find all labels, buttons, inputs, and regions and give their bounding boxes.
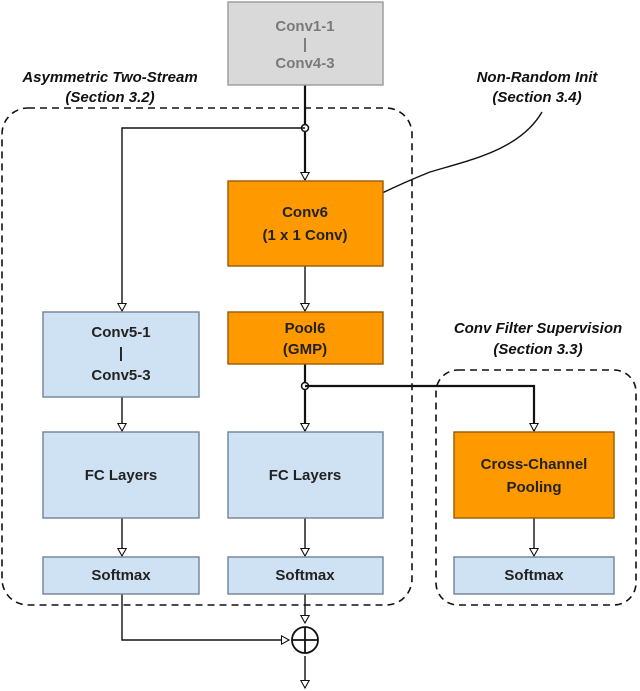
edge-branch-to-conv5 <box>122 127 305 311</box>
box-conv5: Conv5-1 | Conv5-3 <box>42 311 200 398</box>
box-pool6: Pool6 (GMP) <box>227 311 384 365</box>
pool6-sublabel: (GMP) <box>283 341 327 358</box>
conv4-label: Conv4-3 <box>275 55 334 72</box>
box-softmax-right: Softmax <box>453 556 615 595</box>
two-stream-region <box>1 107 413 606</box>
box-fc-layers-left: FC Layers <box>42 431 200 519</box>
conv1-separator: | <box>303 36 307 53</box>
conv6-sublabel: (1 x 1 Conv) <box>262 227 347 244</box>
non-random-title: Non-Random Init <box>477 69 599 86</box>
edge-non-random-init <box>372 111 543 198</box>
conv-filter-section: (Section 3.3) <box>493 341 582 358</box>
annotation-conv-filter: Conv Filter Supervision (Section 3.3) <box>454 320 622 358</box>
box-conv6: Conv6 (1 x 1 Conv) <box>227 180 384 267</box>
conv-filter-region <box>435 369 637 606</box>
box-cross-channel-pooling: Cross-Channel Pooling <box>453 431 615 519</box>
box-softmax-mid: Softmax <box>227 556 384 595</box>
conv5-1-label: Conv5-1 <box>91 324 150 341</box>
conv1-label: Conv1-1 <box>275 18 334 35</box>
edge-softmax-left-to-sum <box>121 594 289 640</box>
annotation-non-random-init: Non-Random Init (Section 3.4) <box>477 69 599 106</box>
two-stream-section: (Section 3.2) <box>65 89 154 106</box>
two-stream-title: Asymmetric Two-Stream <box>21 69 197 86</box>
box-fc-layers-mid: FC Layers <box>227 431 384 519</box>
ccp-label-line2: Pooling <box>507 479 562 496</box>
softmax-left-label: Softmax <box>91 567 151 584</box>
softmax-mid-label: Softmax <box>275 567 335 584</box>
pool6-label: Pool6 <box>285 320 326 337</box>
ccp-label-line1: Cross-Channel <box>481 456 588 473</box>
fc-left-label: FC Layers <box>85 467 158 484</box>
conv-filter-title: Conv Filter Supervision <box>454 320 622 337</box>
box-conv1-conv4: Conv1-1 | Conv4-3 <box>227 1 384 86</box>
conv6-label: Conv6 <box>282 204 328 221</box>
non-random-section: (Section 3.4) <box>492 89 581 106</box>
softmax-right-label: Softmax <box>504 567 564 584</box>
edge-pool6-to-ccp <box>305 384 534 431</box>
box-softmax-left: Softmax <box>42 556 200 595</box>
conv5-separator: | <box>119 345 123 362</box>
fc-mid-label: FC Layers <box>269 467 342 484</box>
conv5-3-label: Conv5-3 <box>91 367 150 384</box>
annotation-two-stream: Asymmetric Two-Stream (Section 3.2) <box>21 69 197 106</box>
sum-node <box>291 626 319 654</box>
